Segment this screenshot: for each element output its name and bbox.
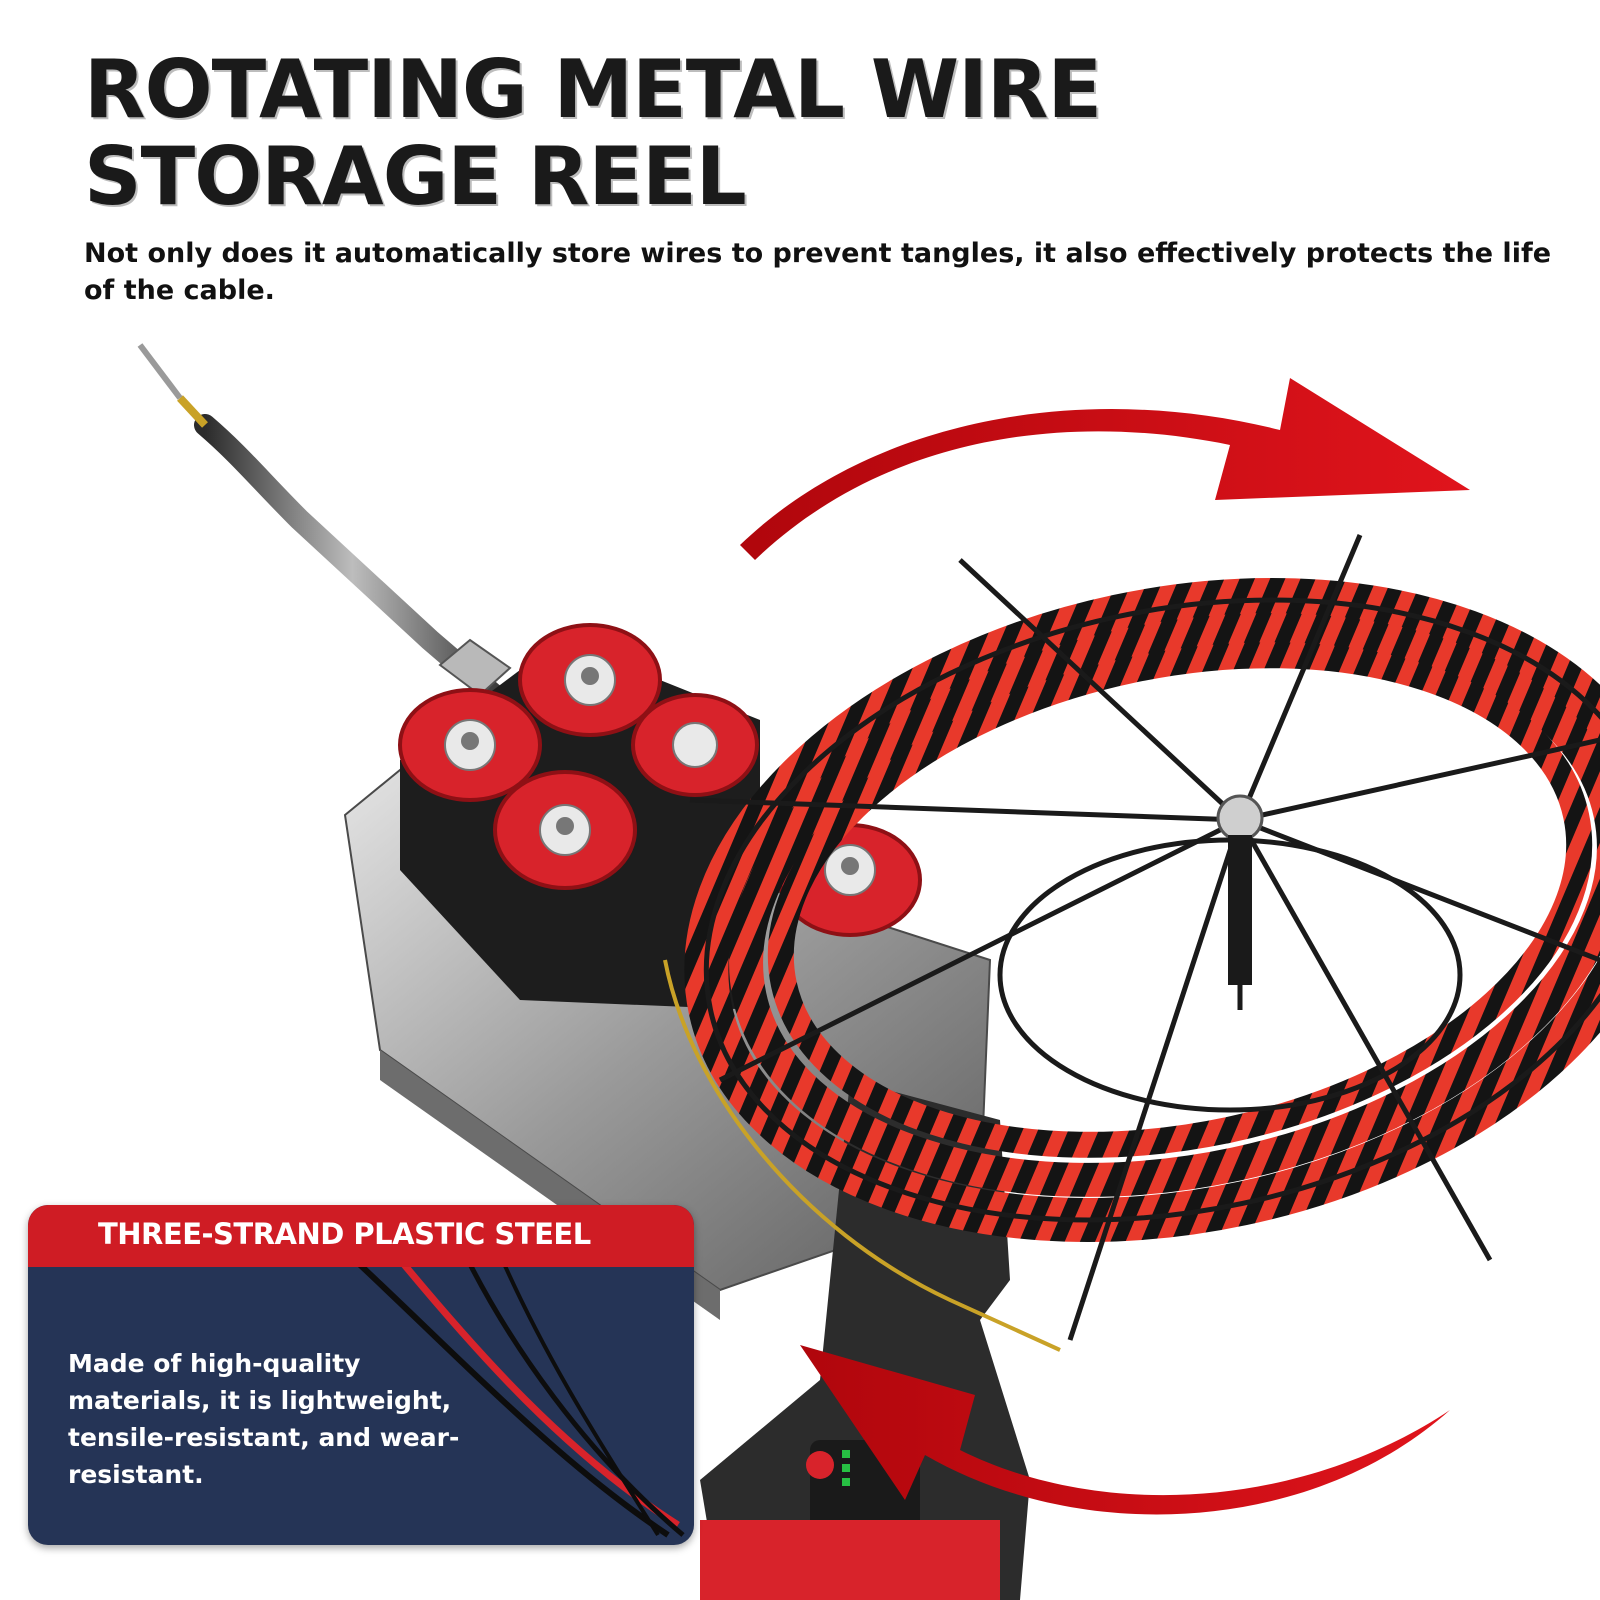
guide-rod [137,343,512,711]
rotation-arrow-bottom [800,1345,1450,1515]
roller [398,688,542,802]
callout-title: THREE-STRAND PLASTIC STEEL [98,1217,591,1251]
callout-header: THREE-STRAND PLASTIC STEEL [28,1205,694,1267]
roller-assembly [398,623,922,1010]
strand-illustration [325,1232,685,1538]
callout-description: Made of high-quality materials, it is li… [68,1349,460,1489]
roller [631,693,759,797]
reel-cage [689,534,1600,1341]
headline-line-1: ROTATING METAL WIRE [84,43,1102,136]
roller [493,770,637,890]
headline: ROTATING METAL WIRE STORAGE REEL [84,43,1102,223]
hub-cap [1216,794,1264,985]
headline-line-2: STORAGE REEL [84,130,747,223]
roller [518,623,662,737]
brass-leader-wire [663,959,1061,1352]
material-callout: THREE-STRAND PLASTIC STEEL Made of high-… [28,1205,694,1545]
rotation-arrow-top [740,378,1470,560]
subheadline: Not only does it automatically store wir… [84,238,1552,306]
